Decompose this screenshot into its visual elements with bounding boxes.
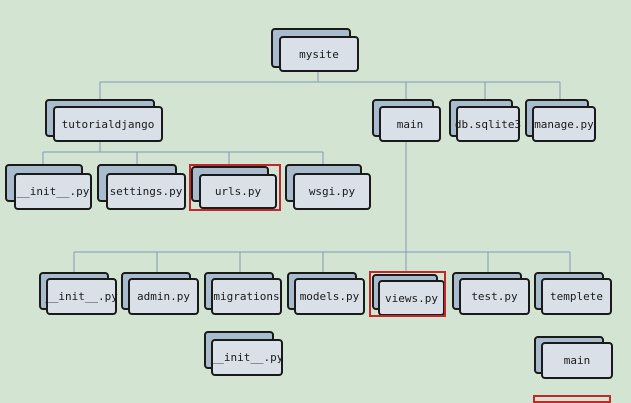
node-label: db.sqlite3	[454, 117, 522, 131]
node-label: migrations	[213, 290, 280, 303]
node-label: main	[563, 354, 591, 367]
node-label: urls.py	[214, 185, 262, 198]
node-label: mysite	[299, 47, 339, 61]
node-label: tutorialdjango	[61, 117, 155, 131]
node-label: __init__.py	[210, 351, 284, 364]
node-label: settings.py	[109, 185, 183, 198]
node-label: manage.py	[534, 117, 594, 131]
highlight-box-partial	[533, 395, 611, 403]
node-label: __init__.py	[16, 185, 90, 198]
node-label: views.py	[385, 291, 438, 305]
node-label: test.py	[471, 290, 518, 303]
highlight-box-views-py	[369, 271, 446, 317]
node-label: models.py	[299, 290, 360, 303]
node-label: templete	[550, 290, 603, 303]
node-label: wsgi.py	[308, 185, 356, 198]
node-label: admin.py	[137, 290, 190, 303]
node-label: __init__.py	[45, 290, 118, 303]
node-label: main	[396, 117, 424, 131]
highlight-box-urls-py	[189, 164, 281, 211]
